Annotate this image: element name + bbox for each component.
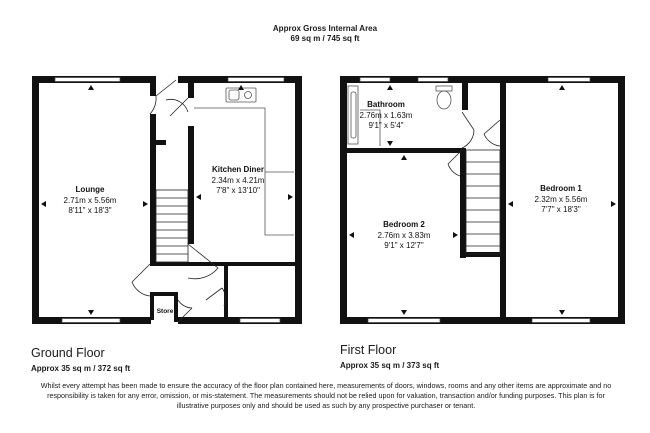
first-floor-area: Approx 35 sq m / 373 sq ft bbox=[340, 361, 440, 370]
ground-floor-label: Ground Floor bbox=[31, 346, 105, 360]
first-floor-doors bbox=[447, 111, 501, 177]
kitchen-metric: 2.34m x 4.21m bbox=[212, 176, 265, 185]
bedroom2-imperial: 9'1" x 12'7" bbox=[384, 241, 424, 250]
ground-floor-windows bbox=[54, 77, 285, 323]
bathroom-imperial: 9'1" x 5'4" bbox=[369, 121, 404, 130]
kitchen-name: Kitchen Diner bbox=[212, 165, 264, 174]
bathroom-fixtures bbox=[347, 85, 453, 146]
kitchen-fixtures bbox=[194, 87, 294, 236]
ground-floor-arrows bbox=[41, 85, 293, 315]
bedroom2-metric: 2.76m x 3.83m bbox=[378, 231, 431, 240]
bedroom2-name: Bedroom 2 bbox=[383, 220, 425, 229]
ground-floor-area: Approx 35 sq m / 372 sq ft bbox=[31, 364, 131, 373]
lounge-imperial: 8'11" x 18'3" bbox=[68, 206, 111, 215]
gross-area-value: 69 sq m / 745 sq ft bbox=[290, 34, 360, 43]
first-floor-windows bbox=[359, 77, 591, 323]
store-name: Store bbox=[157, 308, 174, 315]
bathroom-metric: 2.76m x 1.63m bbox=[360, 111, 413, 120]
ground-floor-plan: Lounge 2.71m x 5.56m 8'11" x 18'3" Kitch… bbox=[32, 76, 302, 324]
bedroom1-imperial: 7'7" x 18'3" bbox=[541, 205, 581, 214]
first-floor-plan: Bathroom 2.76m x 1.63m 9'1" x 5'4" Bedro… bbox=[340, 76, 625, 324]
first-floor-stairs bbox=[465, 149, 501, 255]
lounge-name: Lounge bbox=[76, 185, 105, 194]
first-floor-arrows bbox=[349, 85, 616, 315]
lounge-metric: 2.71m x 5.56m bbox=[64, 196, 117, 205]
bedroom1-name: Bedroom 1 bbox=[540, 184, 582, 193]
first-floor-walls bbox=[340, 76, 625, 324]
gross-area-title: Approx Gross Internal Area bbox=[272, 24, 378, 33]
bathroom-name: Bathroom bbox=[367, 100, 405, 109]
ground-floor-doors bbox=[131, 79, 226, 323]
bedroom1-metric: 2.32m x 5.56m bbox=[535, 195, 588, 204]
kitchen-imperial: 7'8" x 13'10" bbox=[216, 186, 260, 195]
disclaimer-text: Whilst every attempt has been made to en… bbox=[40, 381, 612, 410]
first-floor-label: First Floor bbox=[340, 343, 397, 357]
ground-floor-stairs bbox=[155, 189, 189, 263]
